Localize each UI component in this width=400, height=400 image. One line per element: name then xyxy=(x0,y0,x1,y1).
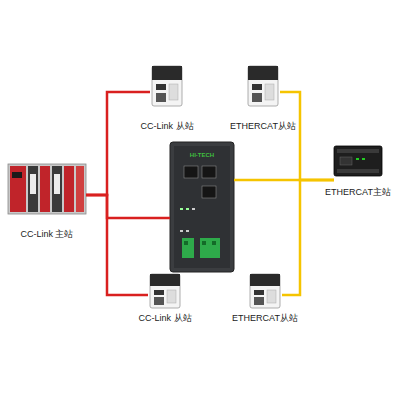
gateway-device xyxy=(170,142,234,272)
plc-symbol xyxy=(8,164,86,214)
node-label: HI-TECH xyxy=(190,152,214,159)
servo-drive-symbol xyxy=(248,66,278,106)
network-cable xyxy=(280,92,334,180)
slave-device: CC-Link 从站 xyxy=(150,64,184,132)
node-label: CC-Link 主站 xyxy=(20,229,73,240)
gateway-device: HI-TECH xyxy=(170,142,234,272)
node-label: CC-Link 从站 xyxy=(139,313,192,324)
network-cable xyxy=(86,92,150,195)
master-device: ETHERCAT主站 xyxy=(334,144,382,198)
network-cable xyxy=(282,180,334,295)
servo-drive-symbol xyxy=(250,274,280,308)
network-cable xyxy=(86,195,170,218)
servo-drive-symbol xyxy=(150,274,180,308)
node-label: CC-Link 从站 xyxy=(141,121,194,132)
plc-symbol xyxy=(334,146,382,176)
node-label: ETHERCAT从站 xyxy=(230,121,296,132)
slave-device: CC-Link 从站 xyxy=(148,272,182,324)
slave-device: ETHERCAT从站 xyxy=(246,64,280,132)
slave-device: ETHERCAT从站 xyxy=(248,272,282,324)
servo-drive-symbol xyxy=(152,66,182,106)
node-label: ETHERCAT从站 xyxy=(232,313,298,324)
node-label: ETHERCAT主站 xyxy=(325,187,391,198)
network-cable xyxy=(86,195,148,295)
master-device: CC-Link 主站 xyxy=(8,162,86,240)
